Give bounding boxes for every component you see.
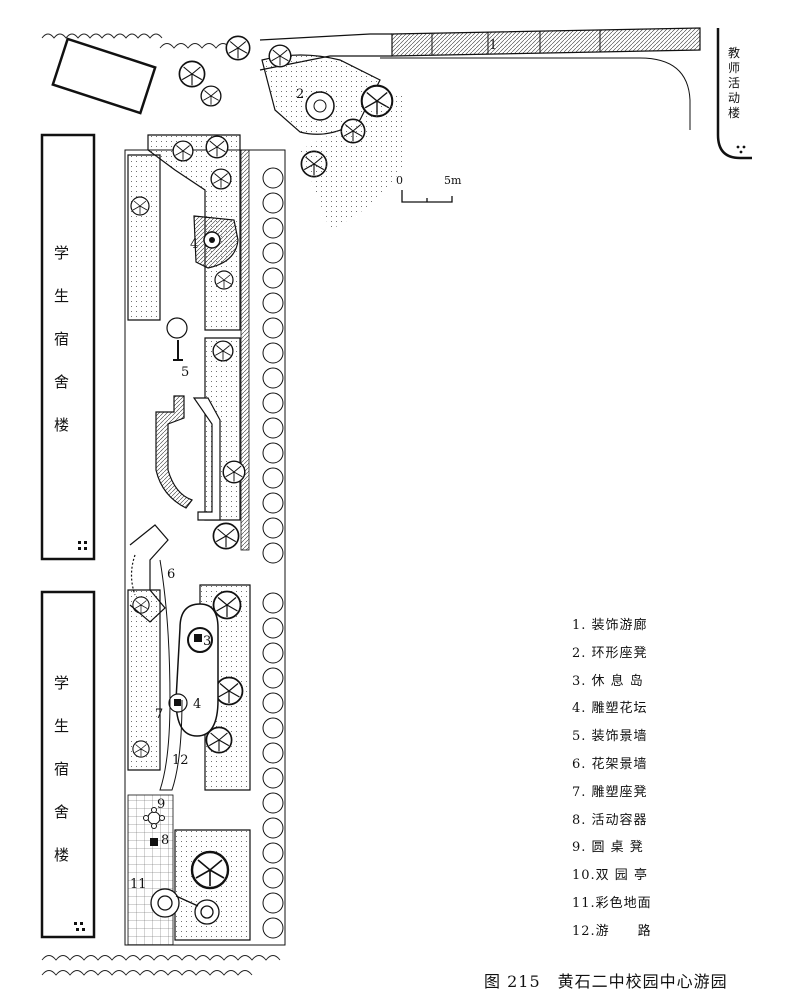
parking-block xyxy=(51,37,157,115)
round-table-stools xyxy=(143,807,165,829)
plan-number-5: 5 xyxy=(181,365,189,380)
scale-bar xyxy=(401,190,453,203)
plan-number-1: 1 xyxy=(489,38,497,53)
upper-boundary xyxy=(380,57,691,130)
plan-number-9: 9 xyxy=(157,797,165,812)
dorm-upper-label: 学 生 宿 舍 楼 xyxy=(54,244,70,434)
legend-item: 2. 环形座凳 xyxy=(572,645,648,661)
legend-item: 12.游 路 xyxy=(572,923,652,939)
plan-number-11: 11 xyxy=(130,877,147,892)
legend-item: 3. 休 息 岛 xyxy=(572,673,644,689)
twin-pavilions xyxy=(150,888,220,925)
north-shrub-edge xyxy=(41,33,231,49)
figure-caption: 图 215 黄石二中校园中心游园 xyxy=(484,972,728,991)
dorm-building-lower xyxy=(40,590,96,939)
plan-number-2: 2 xyxy=(296,87,304,102)
decorative-wall xyxy=(155,317,193,509)
dorm-lower-label: 学 生 宿 舍 楼 xyxy=(54,674,70,864)
plan-number-7: 7 xyxy=(155,707,163,722)
east-hedge xyxy=(240,149,250,551)
plan-number-8: 8 xyxy=(161,833,169,848)
activity-container xyxy=(150,838,158,846)
east-tree-row xyxy=(262,167,284,939)
pergola-wall xyxy=(129,524,169,623)
plan-number-3: 3 xyxy=(203,634,211,649)
scale-five-label: 5m xyxy=(444,174,462,187)
plan-number-4-upper: 4 xyxy=(190,237,198,252)
legend-item: 7. 雕塑座凳 xyxy=(572,784,648,800)
walk-path xyxy=(159,559,183,791)
teacher-building-label: 教 师 活 动 楼 xyxy=(728,46,741,120)
teacher-building xyxy=(716,28,752,160)
dorm-building-upper xyxy=(40,133,96,561)
legend: 1. 装饰游廊 2. 环形座凳 3. 休 息 岛 4. 雕塑花坛 5. 装饰景墙… xyxy=(572,612,692,946)
legend-item: 6. 花架景墙 xyxy=(572,756,648,772)
legend-item: 10.双 园 亭 xyxy=(572,868,648,884)
legend-item: 4. 雕塑花坛 xyxy=(572,701,648,717)
legend-item: 1. 装饰游廊 xyxy=(572,618,648,633)
south-shrub-edge xyxy=(41,955,281,976)
plan-number-12: 12 xyxy=(172,753,189,768)
legend-item: 9. 圆 桌 凳 xyxy=(572,840,644,856)
legend-item: 5. 装饰景墙 xyxy=(572,729,648,745)
lawn-arc xyxy=(300,90,405,230)
plan-number-4-lower: 4 xyxy=(193,697,201,712)
south-wall-bend xyxy=(192,397,221,521)
legend-item: 11.彩色地面 xyxy=(572,895,652,911)
rest-island xyxy=(168,603,219,737)
scale-zero-label: 0 xyxy=(396,174,403,187)
legend-item: 8. 活动容器 xyxy=(572,812,648,828)
plan-number-6: 6 xyxy=(167,567,175,582)
sculpture-flowerbed-upper xyxy=(193,215,239,269)
decorative-corridor xyxy=(391,27,701,57)
dorm-entry-marks xyxy=(74,541,87,931)
